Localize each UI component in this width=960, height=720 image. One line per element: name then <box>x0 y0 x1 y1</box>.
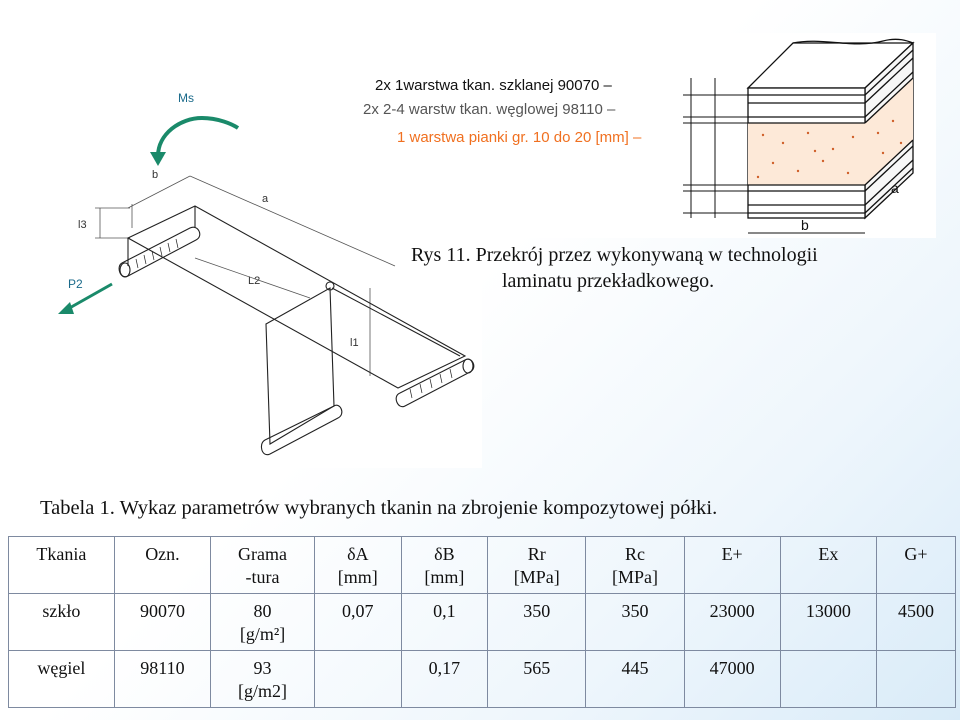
table-cell: węgiel <box>8 650 115 708</box>
table-row: węgiel 98110 93[g/m2] 0,17 565 445 47000 <box>8 650 956 708</box>
foam-texture <box>756 119 903 179</box>
table-cell <box>779 650 878 708</box>
figure-caption: Rys 11. Przekrój przez wykonywaną w tech… <box>411 242 956 294</box>
table-cell <box>314 650 402 708</box>
label-l3: l3 <box>78 219 87 231</box>
label-p2: P2 <box>68 277 83 291</box>
header-cell-e-plus: E+ <box>683 536 781 594</box>
moment-arrowhead <box>150 152 166 166</box>
table-title: Tabela 1. Wykaz parametrów wybranych tka… <box>40 497 718 519</box>
table-header-row: Tkania Ozn. Grama-tura δA[mm] δB[mm] Rr[… <box>8 536 956 594</box>
table-cell: 0,1 <box>400 593 489 651</box>
header-cell-delta-a: δA[mm] <box>314 536 402 594</box>
shelf-body <box>118 205 475 456</box>
header-cell-rr: Rr[MPa] <box>487 536 587 594</box>
table-cell: 350 <box>487 593 587 651</box>
table-cell: 93[g/m2] <box>210 650 315 708</box>
table-cell: 0,07 <box>314 593 402 651</box>
header-cell-ex: Ex <box>779 536 878 594</box>
force-arrow <box>65 282 113 312</box>
moment-arrow <box>156 115 240 157</box>
laminate-cross-section: 2x 1warstwa tkan. szklanej 90070 – 2x 2-… <box>363 38 915 234</box>
table-cell: 90070 <box>113 593 212 651</box>
label-dim-b: b <box>801 217 809 233</box>
label-carbon-layer: 2x 2-4 warstw tkan. węglowej 98110 – <box>363 101 616 118</box>
table-cell: 4500 <box>876 593 956 651</box>
table-cell: 13000 <box>779 593 878 651</box>
label-ms: Ms <box>178 91 194 105</box>
caption-line-1: Rys 11. Przekrój przez wykonywaną w tech… <box>411 244 818 266</box>
label-glass-layer: 2x 1warstwa tkan. szklanej 90070 – <box>375 77 612 94</box>
table-cell: 98110 <box>113 650 212 708</box>
shelf-drawing: Ms b a l3 L2 l1 <box>58 91 475 456</box>
header-cell-fabric: Tkania <box>8 536 115 594</box>
label-l2: L2 <box>248 275 260 287</box>
label-foam-layer: 1 warstwa pianki gr. 10 do 20 [mm] – <box>397 129 642 146</box>
cross-section-panel: 2x 1warstwa tkan. szklanej 90070 – 2x 2-… <box>353 33 936 238</box>
header-cell-delta-b: δB[mm] <box>400 536 489 594</box>
label-dim-a: a <box>891 180 899 196</box>
table-cell: 350 <box>585 593 685 651</box>
header-cell-code: Ozn. <box>113 536 212 594</box>
header-cell-g-plus: G+ <box>876 536 956 594</box>
thickness-dimension <box>683 78 748 218</box>
label-b: b <box>152 169 158 181</box>
label-l1: l1 <box>350 337 359 349</box>
force-arrowhead <box>58 302 74 314</box>
header-cell-rc: Rc[MPa] <box>585 536 685 594</box>
table-cell <box>876 650 956 708</box>
table-cell: szkło <box>8 593 115 651</box>
table-cell: 23000 <box>683 593 781 651</box>
table-cell: 445 <box>585 650 685 708</box>
table-row: szkło 90070 80[g/m²] 0,07 0,1 350 350 23… <box>8 593 956 651</box>
table-cell: 80[g/m²] <box>210 593 315 651</box>
fabric-parameters-table: Tkania Ozn. Grama-tura δA[mm] δB[mm] Rr[… <box>8 536 956 708</box>
caption-line-2: laminatu przekładkowego. <box>502 270 715 292</box>
table-cell: 47000 <box>683 650 781 708</box>
table-cell: 0,17 <box>400 650 489 708</box>
header-cell-grammage: Grama-tura <box>210 536 315 594</box>
laminate-block <box>746 38 915 220</box>
table-cell: 565 <box>487 650 587 708</box>
label-a: a <box>262 193 269 205</box>
